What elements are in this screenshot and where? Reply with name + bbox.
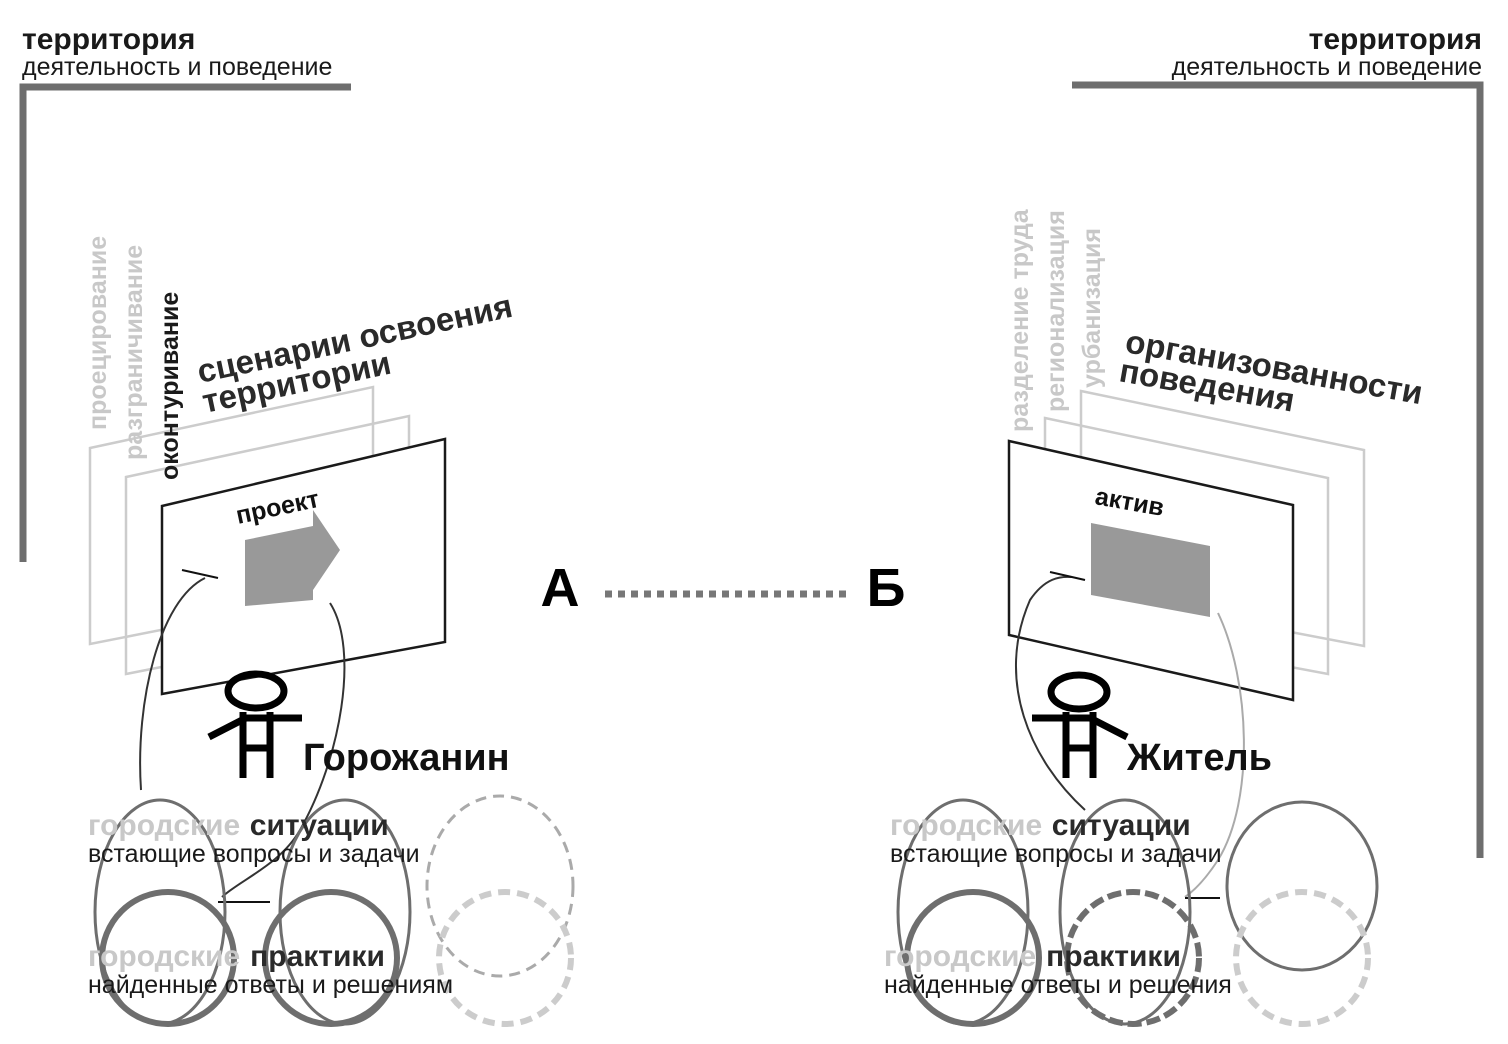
right-territory-bracket [1072, 81, 1484, 858]
left-practice-circle-2 [262, 889, 400, 1027]
right-practices-sub: найденные ответы и решения [884, 971, 1232, 999]
left-practices-sub: найденные ответы и решениям [88, 971, 453, 999]
right-person-name: Житель [1126, 737, 1272, 779]
left-practice-circle-1 [99, 889, 237, 1027]
right-situations-main: ситуации [1052, 809, 1191, 842]
right-curve-panel-to-practices [1184, 612, 1245, 898]
left-practices-prefix: городские [88, 940, 240, 973]
right-practice-circle-2 [1064, 889, 1202, 1027]
left-situations-main: ситуации [250, 809, 389, 842]
left-header-title: территория [22, 23, 195, 56]
right-person-icon [1032, 671, 1129, 778]
left-header-subtitle: деятельность и поведение [22, 53, 332, 81]
right-situation-loop-2 [1058, 798, 1192, 1026]
right-practice-circle-1 [904, 889, 1042, 1027]
right-curve-situations-to-panel [1015, 575, 1086, 811]
right-practice-circle-3 [1233, 889, 1371, 1027]
left-practices-heading: городские практики [88, 940, 385, 973]
left-territory-bracket [19, 83, 351, 562]
right-situations-sub: встающие вопросы и задачи [890, 840, 1222, 868]
right-practices-heading: городские практики [884, 940, 1181, 973]
right-practices-prefix: городские [884, 940, 1036, 973]
left-vertical-label-2: разграничивание [120, 245, 148, 460]
left-curve-situations-to-panel [139, 577, 206, 791]
right-tick-mark [1049, 571, 1086, 581]
left-person-icon [207, 670, 302, 778]
right-situation-loop-3 [1225, 800, 1379, 972]
right-header-subtitle: деятельность и поведение [1172, 53, 1482, 81]
right-vertical-label-2: регионализация [1042, 210, 1070, 412]
right-vertical-label-1: разделение труда [1006, 208, 1034, 432]
active-rect-shape [1091, 523, 1210, 617]
left-tick-mark [181, 569, 219, 579]
project-arrow-shape [245, 510, 340, 606]
left-situation-loop-3 [425, 794, 575, 978]
right-practices-main: практики [1046, 940, 1181, 973]
left-person-name: Горожанин [303, 737, 510, 779]
label-b: Б [867, 558, 906, 618]
label-a: А [541, 558, 580, 618]
left-situations-sub: встающие вопросы и задачи [88, 840, 420, 868]
right-header-title: территория [1309, 23, 1482, 56]
right-situations-heading: городские ситуации [890, 809, 1191, 842]
right-vertical-label-3: урбанизация [1078, 228, 1106, 388]
left-practice-circle-3 [436, 889, 574, 1027]
left-vertical-label-3: оконтуривание [156, 292, 184, 480]
left-vertical-label-1: проецирование [84, 236, 112, 430]
right-situations-prefix: городские [890, 809, 1042, 842]
left-situations-prefix: городские [88, 809, 240, 842]
left-curve-panel-to-practices [221, 602, 346, 898]
left-practices-main: практики [250, 940, 385, 973]
left-situations-heading: городские ситуации [88, 809, 389, 842]
